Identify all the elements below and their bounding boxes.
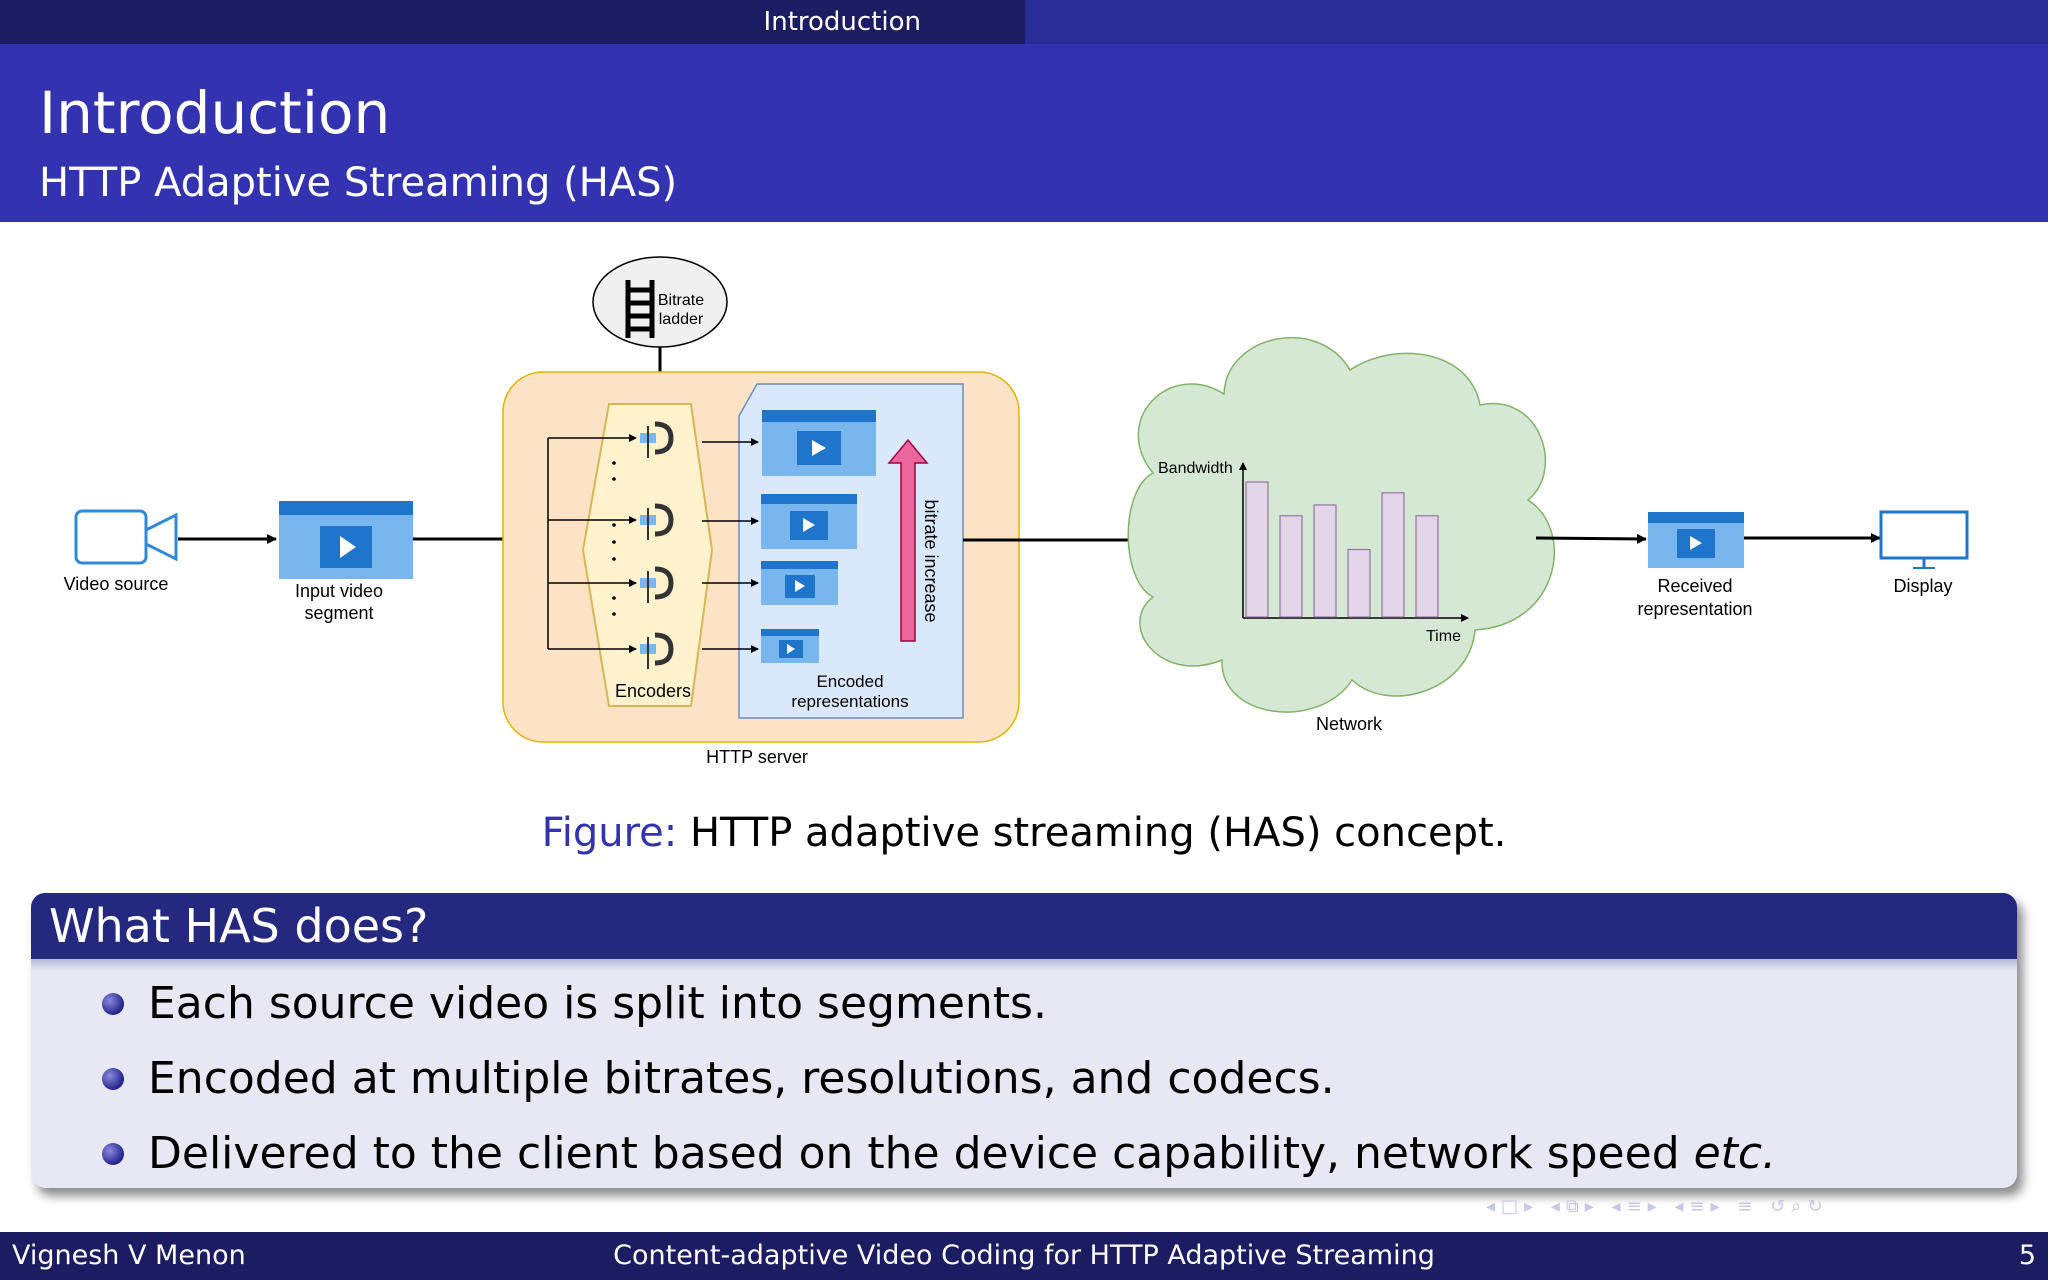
bandwidth-bar <box>1415 515 1439 618</box>
figure-caption-text: HTTP adaptive streaming (HAS) concept. <box>689 810 1507 856</box>
nav-subsection-icon[interactable]: ⧉ <box>1565 1196 1585 1217</box>
nav-subsection-next-icon[interactable]: ▸ <box>1584 1196 1600 1217</box>
label-received-2: representation <box>1637 599 1752 619</box>
bullet-text: Delivered to the client based on the dev… <box>148 1128 1694 1179</box>
nav-frame-prev-icon[interactable]: ◂ <box>1486 1196 1502 1217</box>
bullet-text-emphasis: etc. <box>1693 1128 1777 1179</box>
footer-author: Vignesh V Menon <box>12 1240 246 1271</box>
bullet-icon <box>102 1068 124 1090</box>
top-nav-bar: Introduction <box>0 0 2048 44</box>
figure-caption-prefix: Figure: <box>541 810 678 856</box>
what-has-does-block: What HAS does? Each source video is spli… <box>31 893 2017 1188</box>
representation-icon-1080p <box>762 410 876 476</box>
encoder-dots <box>612 461 616 616</box>
bullet-item: Encoded at multiple bitrates, resolution… <box>31 1046 2017 1121</box>
label-bitrate-ladder-2: ladder <box>659 311 704 328</box>
figure-caption: Figure: HTTP adaptive streaming (HAS) co… <box>0 802 2048 864</box>
bandwidth-bar <box>1347 548 1371 618</box>
label-encoded-1: Encoded <box>816 672 883 691</box>
frame-title-bar <box>0 44 2048 222</box>
bullet-list: Each source video is split into segments… <box>31 971 2017 1188</box>
rep-arrows <box>702 438 759 653</box>
nav-section-icon[interactable]: ≡ <box>1626 1196 1648 1217</box>
bandwidth-bars <box>1245 481 1439 618</box>
bullet-text: Encoded at multiple bitrates, resolution… <box>148 1053 1335 1104</box>
bandwidth-bar <box>1381 492 1405 618</box>
display-monitor-icon <box>1879 510 1969 569</box>
bullet-item: Each source video is split into segments… <box>31 971 2017 1046</box>
nav-forward-icon[interactable]: ↻ <box>1807 1196 1829 1217</box>
label-display: Display <box>1893 576 1952 596</box>
bullet-icon <box>102 1143 124 1165</box>
video-camera-icon <box>74 509 178 565</box>
nav-frame-next-icon[interactable]: ▸ <box>1524 1196 1540 1217</box>
label-encoded-2: representations <box>791 692 908 711</box>
nav-section-introduction[interactable]: Introduction <box>763 7 921 37</box>
frame-subtitle: HTTP Adaptive Streaming (HAS) <box>39 160 678 206</box>
encoder-icon-2 <box>640 503 674 540</box>
nav-appendix-icon[interactable]: ≡ <box>1737 1196 1759 1217</box>
bandwidth-axes <box>1239 462 1469 622</box>
nav-doc-icon[interactable]: ≡ <box>1689 1196 1711 1217</box>
block-title-shade <box>31 959 2017 971</box>
encoder-icon-1 <box>640 421 674 458</box>
nav-doc-next-icon[interactable]: ▸ <box>1710 1196 1726 1217</box>
label-bitrate-increase: bitrate increase <box>921 499 941 622</box>
nav-section-prev-icon[interactable]: ◂ <box>1611 1196 1627 1217</box>
fan-out-lines <box>547 434 637 653</box>
footer-bar: Vignesh V Menon Content-adaptive Video C… <box>0 1232 2048 1280</box>
nav-subsection-prev-icon[interactable]: ◂ <box>1550 1196 1566 1217</box>
bullet-text: Each source video is split into segments… <box>148 978 1047 1029</box>
label-encoders: Encoders <box>615 681 691 701</box>
nav-doc-prev-icon[interactable]: ◂ <box>1674 1196 1690 1217</box>
bandwidth-bar <box>1313 504 1337 618</box>
nav-search-icon[interactable]: ⌕ <box>1791 1196 1808 1217</box>
arrow-network-to-client <box>1535 533 1647 544</box>
has-concept-diagram: Video source Input video segment Bitrate… <box>64 256 1969 767</box>
bullet-icon <box>102 993 124 1015</box>
footer-title: Content-adaptive Video Coding for HTTP A… <box>613 1240 1435 1271</box>
encoder-icon-4 <box>640 632 674 669</box>
beamer-navigation-controls[interactable]: ◂□▸ ◂⧉▸ ◂≡▸ ◂≡▸ ≡ ↺⌕↻ <box>1486 1196 2016 1220</box>
nav-frame-icon[interactable]: □ <box>1501 1196 1525 1217</box>
label-input-segment-1: Input video <box>295 581 383 601</box>
representation-icon-720p <box>761 494 857 549</box>
encoder-icon-3 <box>640 566 674 603</box>
nav-back-icon[interactable]: ↺ <box>1770 1196 1792 1217</box>
block-title: What HAS does? <box>31 893 2017 959</box>
representation-icon-360p <box>761 629 819 663</box>
received-representation-icon <box>1648 512 1744 568</box>
label-http-server: HTTP server <box>706 747 808 767</box>
footer-page-number: 5 <box>2018 1240 2036 1271</box>
nav-section-next-icon[interactable]: ▸ <box>1647 1196 1663 1217</box>
label-input-segment-2: segment <box>304 603 373 623</box>
label-bitrate-ladder-1: Bitrate <box>658 292 704 309</box>
top-nav-left-segment <box>0 0 1025 44</box>
label-received-1: Received <box>1657 576 1732 596</box>
bandwidth-bar <box>1245 481 1269 618</box>
network-cloud <box>1127 336 1556 713</box>
bullet-item: Delivered to the client based on the dev… <box>31 1121 2017 1188</box>
representation-icon-480p <box>761 561 838 605</box>
bandwidth-bar <box>1279 515 1303 618</box>
input-segment-video-icon <box>279 501 413 579</box>
bitrate-increase-arrow <box>887 438 929 642</box>
label-time: Time <box>1426 628 1461 645</box>
label-network: Network <box>1316 714 1383 734</box>
ladder-icon <box>625 280 655 338</box>
label-video-source: Video source <box>64 574 169 594</box>
label-bandwidth: Bandwidth <box>1158 460 1233 477</box>
frame-title: Introduction <box>39 79 391 147</box>
